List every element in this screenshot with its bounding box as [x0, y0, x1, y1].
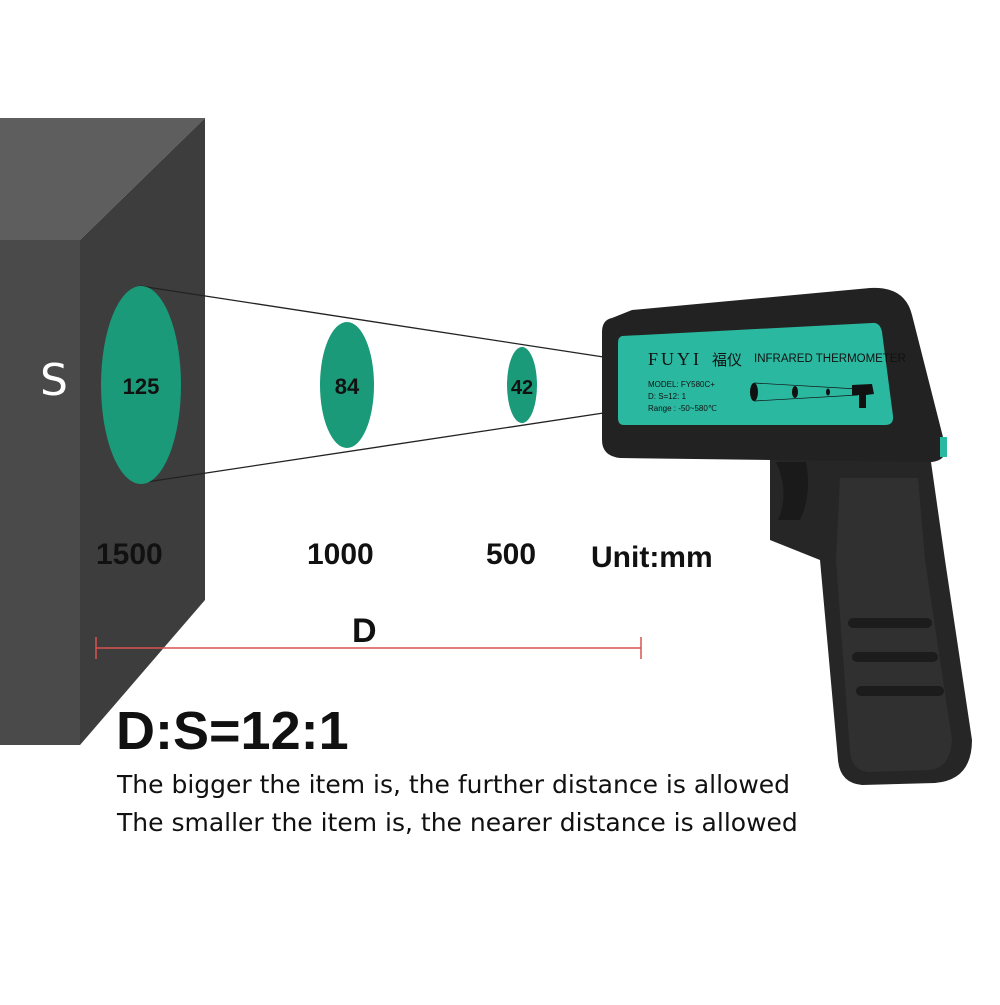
spot-500: [507, 347, 537, 423]
grip-ridge: [856, 686, 944, 696]
cone-line-top: [139, 285, 611, 359]
mini-thermometer-icon: [852, 384, 874, 408]
cone-line-bottom: [139, 411, 611, 484]
device-ds: D: S=12: 1: [648, 392, 687, 401]
unit-label: Unit:mm: [591, 541, 713, 574]
grip-ridge: [848, 618, 932, 628]
device-brand: FUYI: [648, 349, 702, 369]
distance-label-1000: 1000: [307, 538, 374, 571]
spot-value-125: 125: [123, 374, 160, 399]
size-label-s: S: [40, 355, 68, 406]
note-smaller-item: The smaller the item is, the nearer dist…: [117, 808, 798, 837]
device-model: MODEL: FY580C+: [648, 380, 715, 389]
box-front-face: [0, 240, 80, 745]
device-brand-cn: 福仪: [712, 351, 742, 369]
device-product: INFRARED THERMOMETER: [754, 353, 906, 365]
ds-ratio-heading: D:S=12:1: [116, 701, 349, 761]
mini-cone-bottom: [753, 394, 859, 402]
grip-ridge: [852, 652, 938, 662]
spot-1000: [320, 322, 374, 448]
box-top-face: [0, 118, 205, 240]
mini-spot-large: [750, 383, 758, 401]
mini-cone-top: [753, 382, 859, 390]
spot-value-84: 84: [335, 374, 360, 399]
device-side-button: [940, 437, 947, 457]
device-label-panel: [618, 322, 894, 425]
distance-label-500: 500: [486, 538, 537, 571]
mini-spot-small: [826, 388, 830, 396]
distance-label-d: D: [352, 612, 377, 650]
thermometer-device: FUYI 福仪 INFRARED THERMOMETER MODEL: FY58…: [602, 287, 972, 785]
spot-value-42: 42: [511, 377, 533, 399]
device-range: Range : -50~580℃: [648, 404, 717, 413]
device-trigger: [776, 462, 808, 520]
spot-1500: [101, 286, 181, 484]
distance-label-1500: 1500: [96, 538, 163, 571]
mini-spot-medium: [792, 386, 798, 398]
note-bigger-item: The bigger the item is, the further dist…: [117, 770, 791, 799]
